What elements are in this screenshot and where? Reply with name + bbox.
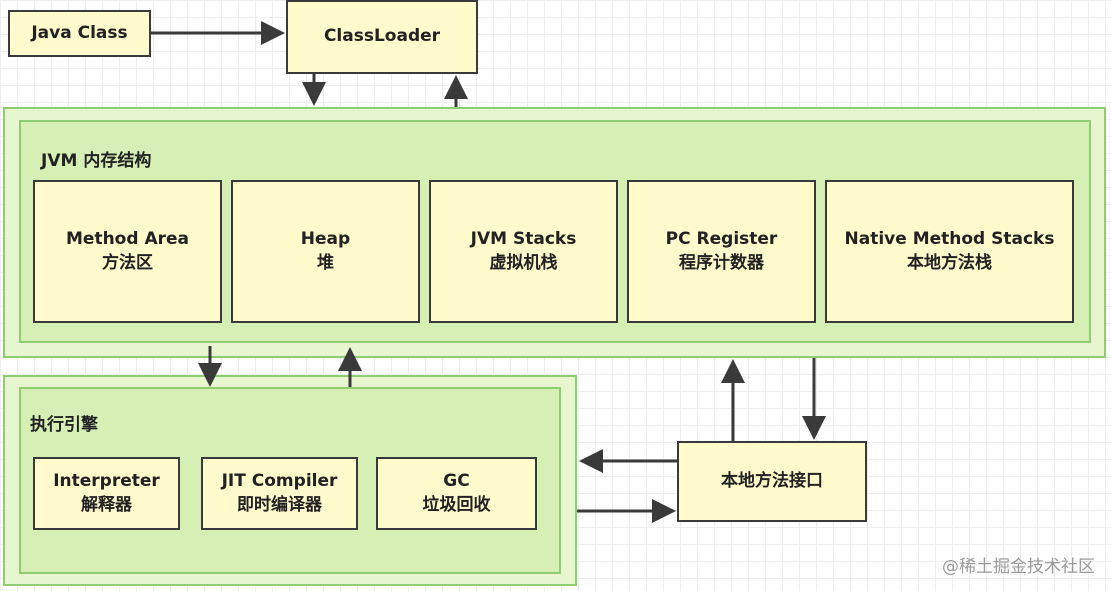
watermark: @稀土掘金技术社区 [942, 557, 1095, 577]
native-method-stacks-box: Native Method Stacks 本地方法栈 [825, 180, 1074, 323]
jit-compiler-label-zh: 即时编译器 [237, 494, 322, 515]
execution-engine-title: 执行引擎 [30, 415, 98, 435]
native-method-interface-box: 本地方法接口 [677, 441, 867, 522]
native-method-stacks-label-zh: 本地方法栈 [907, 252, 992, 273]
jit-compiler-label-en: JIT Compiler [221, 470, 338, 491]
native-method-interface-label: 本地方法接口 [721, 470, 823, 491]
pc-register-label-zh: 程序计数器 [679, 252, 764, 273]
gc-label-zh: 垃圾回收 [422, 494, 491, 515]
java-class-label: Java Class [31, 22, 128, 43]
jvm-stacks-label-en: JVM Stacks [470, 228, 577, 249]
pc-register-label-en: PC Register [665, 228, 778, 249]
interpreter-box: Interpreter 解释器 [33, 457, 180, 530]
jvm-stacks-label-zh: 虚拟机栈 [489, 252, 558, 273]
heap-label-zh: 堆 [317, 252, 334, 273]
jvm-memory-title: JVM 内存结构 [41, 151, 152, 171]
classloader-box: ClassLoader [286, 0, 478, 74]
java-class-box: Java Class [8, 10, 151, 57]
jvm-stacks-box: JVM Stacks 虚拟机栈 [429, 180, 618, 323]
classloader-label: ClassLoader [323, 26, 441, 47]
heap-label-en: Heap [300, 228, 351, 249]
method-area-box: Method Area 方法区 [33, 180, 222, 323]
pc-register-box: PC Register 程序计数器 [627, 180, 816, 323]
interpreter-label-zh: 解释器 [81, 494, 132, 515]
gc-label-en: GC [443, 470, 470, 491]
gc-box: GC 垃圾回收 [376, 457, 537, 530]
native-method-stacks-label-en: Native Method Stacks [844, 228, 1055, 249]
jit-compiler-box: JIT Compiler 即时编译器 [201, 457, 358, 530]
heap-box: Heap 堆 [231, 180, 420, 323]
interpreter-label-en: Interpreter [53, 470, 160, 491]
method-area-label-zh: 方法区 [102, 252, 153, 273]
method-area-label-en: Method Area [66, 228, 189, 249]
